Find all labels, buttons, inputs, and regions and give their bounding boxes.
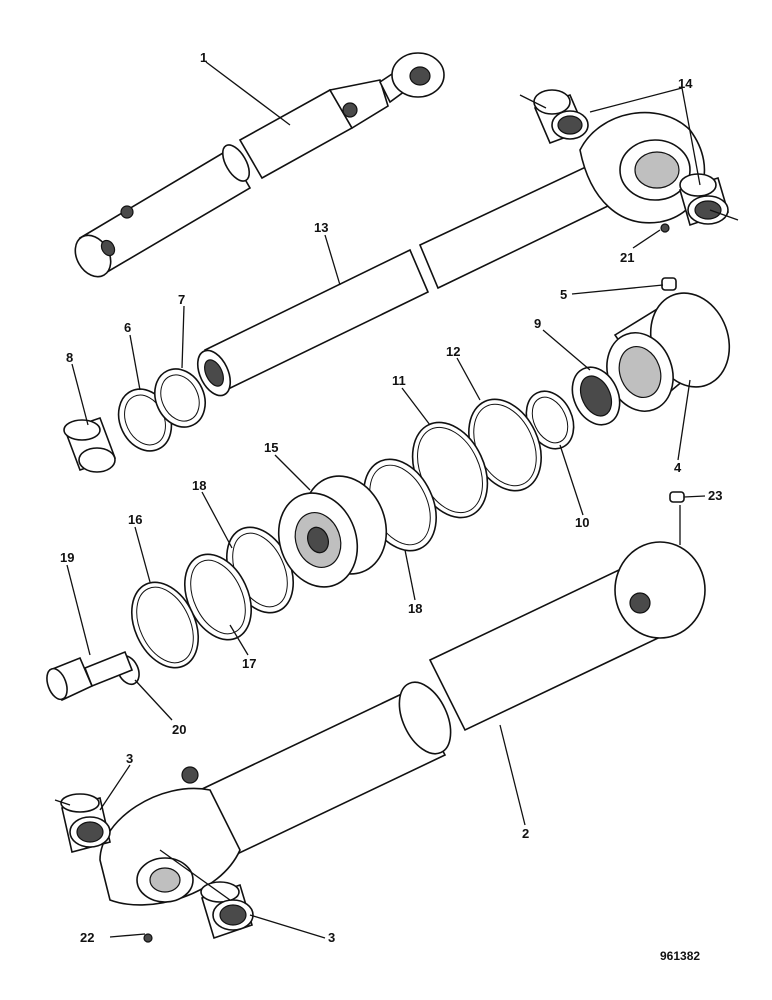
callout-3-lower: 3: [328, 930, 335, 945]
piston: [277, 475, 388, 588]
callout-10: 10: [575, 515, 589, 530]
leader-lines: [54, 61, 739, 939]
callout-2: 2: [522, 826, 529, 841]
callout-9: 9: [534, 316, 541, 331]
callout-5: 5: [560, 287, 567, 302]
callout-14: 14: [678, 76, 693, 91]
callout-8: 8: [66, 350, 73, 365]
callout-22: 22: [80, 930, 94, 945]
callout-15: 15: [264, 440, 278, 455]
drawing-reference-number: 961382: [660, 949, 700, 963]
callout-6: 6: [124, 320, 131, 335]
callout-18-lower: 18: [408, 601, 422, 616]
piston-rod: [196, 111, 706, 397]
callout-18-upper: 18: [192, 478, 206, 493]
callout-17: 17: [242, 656, 256, 671]
ram-assembly-small: [74, 52, 445, 278]
piston-bolt: [46, 650, 134, 702]
callout-21: 21: [620, 250, 634, 265]
callout-4: 4: [674, 460, 682, 475]
callout-13: 13: [314, 220, 328, 235]
cylinder-body: [99, 541, 706, 943]
callout-16: 16: [128, 512, 142, 527]
bush-bottom-right: [200, 881, 254, 940]
callout-19: 19: [60, 550, 74, 565]
grease-nipple: [669, 491, 685, 503]
callout-12: 12: [446, 344, 460, 359]
callout-3-upper: 3: [126, 751, 133, 766]
callout-11: 11: [392, 373, 406, 388]
bush-bottom-left: [60, 793, 111, 853]
bush-top-left: [533, 89, 589, 145]
callout-labels: 1 14 13 21 5 9 7 6 8 12 11 4 15 18 10 23…: [60, 50, 722, 963]
callout-7: 7: [178, 292, 185, 307]
bush-top-right: [679, 173, 729, 227]
callout-23: 23: [708, 488, 722, 503]
callout-1: 1: [200, 50, 207, 65]
gland-head: [606, 277, 731, 412]
callout-20: 20: [172, 722, 186, 737]
